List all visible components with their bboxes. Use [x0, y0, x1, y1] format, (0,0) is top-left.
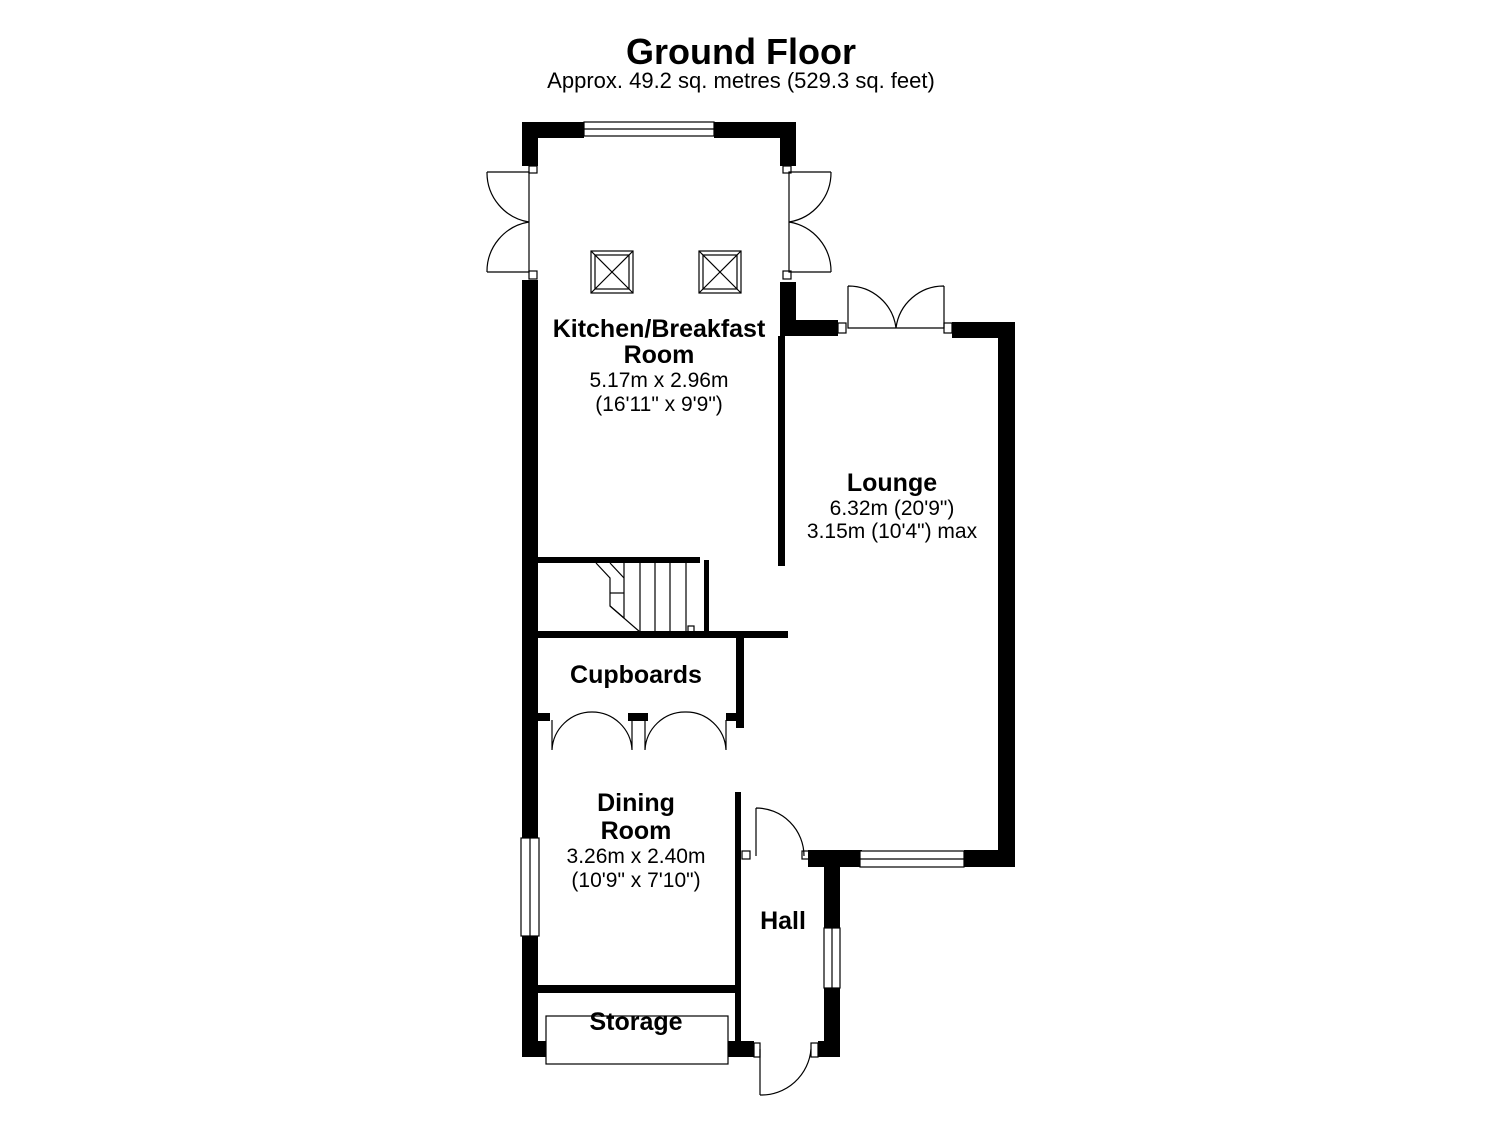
lounge-name: Lounge	[847, 469, 937, 497]
wall-cupboards-left-stub	[538, 713, 550, 721]
wall-stairs-bottom	[538, 631, 788, 638]
wall-bottom-left	[522, 1041, 546, 1057]
wall-kitchen-top-right-stub	[780, 122, 796, 166]
wall-kitchen-top-right	[714, 122, 796, 138]
wall-stairs-top	[538, 557, 700, 563]
wall-bottom-hall-left	[728, 1041, 754, 1057]
cupboards-name: Cupboards	[570, 661, 702, 689]
dining-dim-imperial: (10'9" x 7'10")	[571, 869, 700, 892]
window-kitchen-top	[583, 121, 715, 137]
door-cupboards	[551, 711, 727, 751]
door-kitchen-right-french	[782, 165, 832, 280]
dining-dim-metric: 3.26m x 2.40m	[567, 845, 706, 868]
doors	[486, 165, 953, 1096]
floor-area: Approx. 49.2 sq. metres (529.3 sq. feet)	[547, 68, 935, 93]
dining-name-line1: Dining	[597, 789, 675, 817]
window-hall-right	[823, 927, 841, 989]
wall-kitchen-top-left	[522, 122, 584, 138]
kitchen-name-line1: Kitchen/Breakfast	[553, 315, 766, 343]
lounge-dim-line2: 3.15m (10'4") max	[807, 520, 978, 543]
wall-cupboards-right-stub	[726, 713, 744, 721]
storage-unit	[545, 1015, 729, 1065]
wall-cupboards-mid-stub	[628, 713, 648, 721]
window-lounge-bottom	[859, 850, 965, 868]
wall-kitchen-right-upper	[780, 282, 796, 320]
wall-bottom-hall-right	[818, 1041, 840, 1057]
window-dining-left	[520, 837, 540, 937]
door-kitchen-left-french	[486, 165, 538, 280]
room-cupboards-label: Cupboards	[570, 661, 702, 689]
windows	[520, 121, 965, 989]
wall-hall-right-lower	[824, 988, 840, 1057]
storage-name: Storage	[589, 1008, 682, 1036]
staircase	[595, 562, 695, 633]
wall-dining-hall-divider	[735, 792, 741, 1057]
room-kitchen-label: Kitchen/Breakfast Room 5.17m x 2.96m (16…	[553, 315, 766, 416]
wall-kitchen-lounge-divider	[778, 336, 785, 566]
skylight-right	[698, 250, 742, 294]
kitchen-dim-imperial: (16'11" x 9'9")	[595, 393, 723, 416]
kitchen-dim-metric: 5.17m x 2.96m	[590, 369, 729, 392]
room-hall-label: Hall	[760, 907, 806, 935]
wall-hall-right-upper	[824, 858, 840, 930]
floor-title: Ground Floor	[626, 31, 856, 72]
walls	[522, 122, 1015, 1057]
kitchen-name-line2: Room	[624, 341, 695, 369]
wall-storage-top	[538, 985, 738, 993]
door-hall-lounge	[741, 807, 811, 860]
room-lounge-label: Lounge 6.32m (20'9") 3.15m (10'4") max	[807, 469, 978, 543]
skylight-left	[590, 250, 634, 294]
skylights	[590, 250, 742, 294]
dining-name-line2: Room	[601, 817, 672, 845]
door-front	[753, 1042, 819, 1096]
hall-name: Hall	[760, 907, 806, 935]
wall-lounge-top-left	[780, 320, 838, 336]
lounge-dim-line1: 6.32m (20'9")	[830, 497, 955, 520]
wall-stairs-right	[704, 560, 709, 636]
wall-left-upper	[522, 280, 538, 1057]
wall-cupboards-right	[736, 638, 744, 728]
room-storage-label: Storage	[589, 1008, 682, 1036]
wall-lounge-right	[998, 322, 1015, 867]
wall-lounge-bottom-right	[964, 850, 1015, 867]
room-dining-label: Dining Room 3.26m x 2.40m (10'9" x 7'10"…	[567, 789, 706, 892]
door-lounge-french	[837, 285, 953, 334]
